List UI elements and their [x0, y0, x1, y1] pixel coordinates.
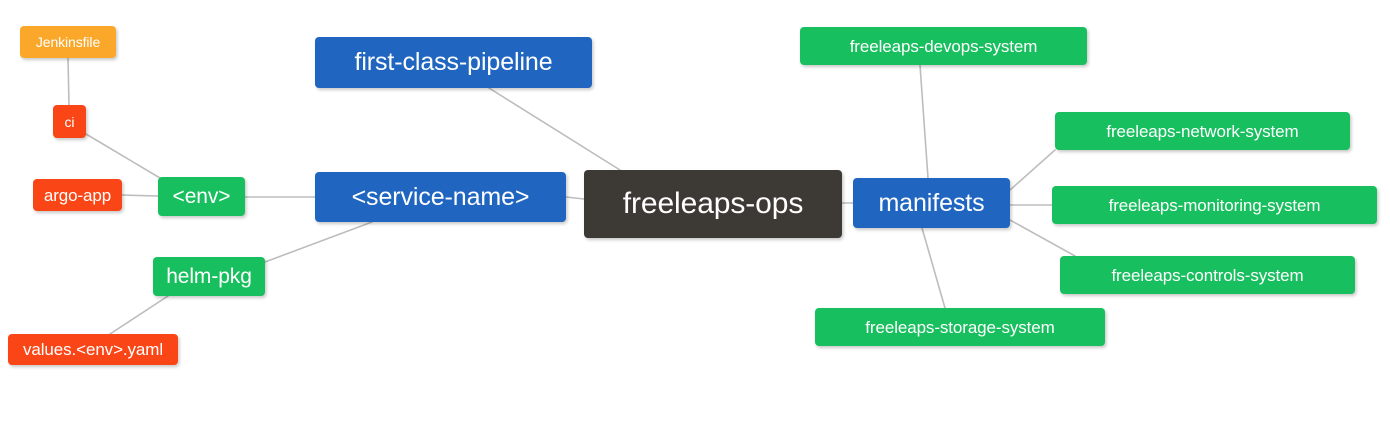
edge-controls-to-manifests: [1009, 219, 1076, 257]
edge-storage-to-manifests: [921, 227, 946, 309]
edge-pipeline-to-root: [488, 87, 621, 171]
mindmap-node-monitoring[interactable]: freeleaps-monitoring-system: [1052, 186, 1377, 224]
edge-valuesyaml-to-helmpkg: [109, 295, 169, 335]
mindmap-node-helmpkg[interactable]: helm-pkg: [153, 257, 265, 296]
mindmap-node-root[interactable]: freeleaps-ops: [584, 170, 842, 238]
mindmap-node-network[interactable]: freeleaps-network-system: [1055, 112, 1350, 150]
edge-argoapp-to-env: [121, 194, 159, 197]
mindmap-node-manifests[interactable]: manifests: [853, 178, 1010, 228]
mindmap-node-jenkinsfile[interactable]: Jenkinsfile: [20, 26, 116, 58]
mindmap-node-ci[interactable]: ci: [53, 105, 86, 138]
edge-jenkinsfile-to-ci: [67, 57, 70, 106]
mindmap-node-pipeline[interactable]: first-class-pipeline: [315, 37, 592, 88]
edge-helmpkg-to-service: [264, 221, 373, 263]
edge-devops-to-manifests: [919, 64, 929, 179]
edge-service-to-root: [565, 196, 585, 200]
mindmap-node-storage[interactable]: freeleaps-storage-system: [815, 308, 1105, 346]
mindmap-node-argoapp[interactable]: argo-app: [33, 179, 122, 211]
mindmap-node-env[interactable]: <env>: [158, 177, 245, 216]
mindmap-node-devops[interactable]: freeleaps-devops-system: [800, 27, 1087, 65]
mindmap-node-service[interactable]: <service-name>: [315, 172, 566, 222]
mindmap-node-controls[interactable]: freeleaps-controls-system: [1060, 256, 1355, 294]
edge-network-to-manifests: [1009, 149, 1056, 191]
edge-ci-to-env: [85, 133, 161, 179]
mindmap-node-valuesyaml[interactable]: values.<env>.yaml: [8, 334, 178, 365]
